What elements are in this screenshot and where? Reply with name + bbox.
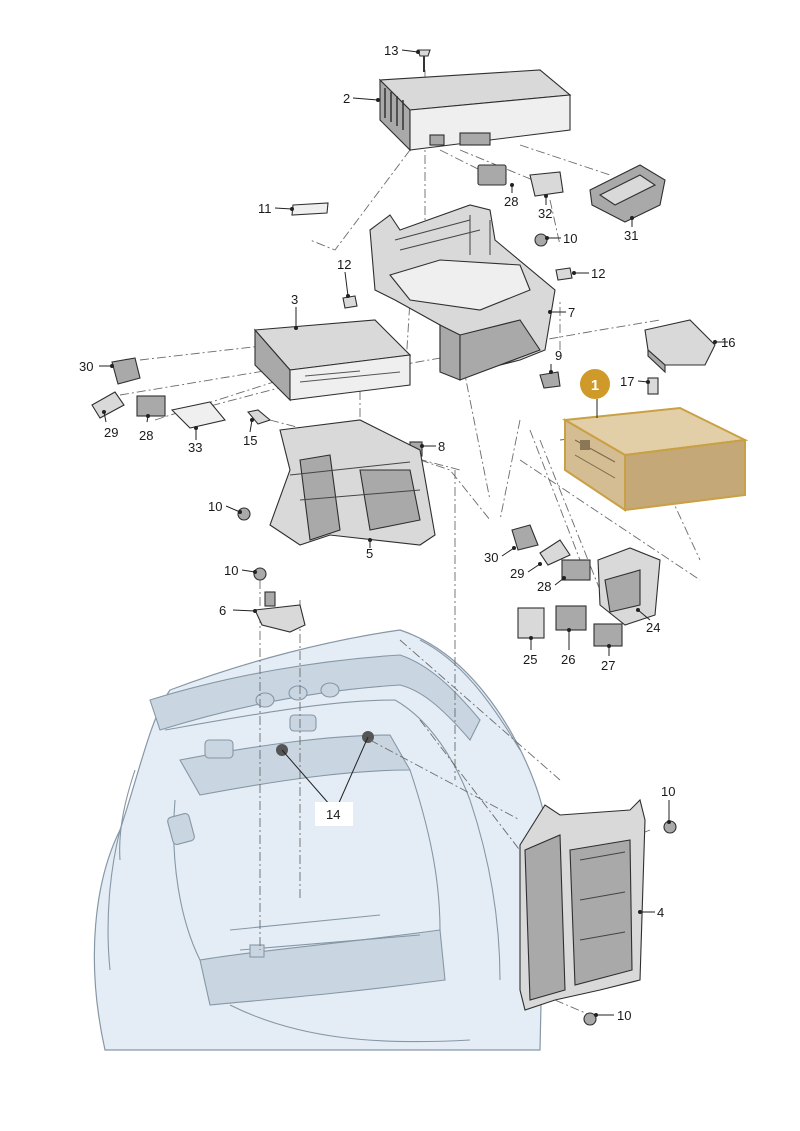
label-15: 15 <box>243 433 257 448</box>
part-2-amplifier <box>378 69 572 152</box>
callout-labels: 13 2 11 12 12 10 7 3 28 32 31 30 29 28 3… <box>79 43 735 1023</box>
label-2: 2 <box>343 91 350 106</box>
part-28-left-connector <box>136 395 166 417</box>
part-29-left-connector <box>91 391 125 419</box>
part-12-clip-right <box>555 267 573 281</box>
label-28-right: 28 <box>537 579 551 594</box>
part-17-screw <box>647 377 659 395</box>
label-29-right: 29 <box>510 566 524 581</box>
part-25-connector <box>517 607 545 639</box>
part-1-badge <box>580 369 610 399</box>
label-33: 33 <box>188 440 202 455</box>
label-10-right: 10 <box>661 784 675 799</box>
part-12-clip-left <box>342 295 358 309</box>
label-30-right: 30 <box>484 550 498 565</box>
label-4: 4 <box>657 905 664 920</box>
label-13: 13 <box>384 43 398 58</box>
part-11-pad <box>291 202 329 216</box>
label-27: 27 <box>601 658 615 673</box>
part-10-nut-b <box>237 507 251 521</box>
part-10-nut-c <box>253 567 267 581</box>
label-11: 11 <box>258 201 272 216</box>
part-28-right-connector <box>561 559 591 581</box>
label-28-left: 28 <box>139 428 153 443</box>
part-10-nut-e <box>583 1012 597 1026</box>
label-25: 25 <box>523 652 537 667</box>
part-33-clip <box>170 401 226 429</box>
label-3: 3 <box>291 292 298 307</box>
leader-lines <box>99 49 728 1017</box>
label-10-mid: 10 <box>224 563 238 578</box>
part-30-left-connector <box>111 357 141 385</box>
part-16-bracket <box>644 319 716 374</box>
label-14-box <box>315 802 353 826</box>
label-17: 17 <box>620 374 634 389</box>
label-24: 24 <box>646 620 660 635</box>
label-28-top: 28 <box>504 194 518 209</box>
part-32-connector <box>529 171 564 197</box>
label-8: 8 <box>438 439 445 454</box>
label-9: 9 <box>555 348 562 363</box>
part-4-side-bracket <box>519 798 646 1011</box>
label-30-left: 30 <box>79 359 93 374</box>
part-27-connector <box>593 623 623 647</box>
part-31-bracket <box>589 164 666 223</box>
label-1: 1 <box>591 377 599 394</box>
part-13-screw <box>417 49 431 72</box>
part-24-housing <box>597 547 661 626</box>
car-trunk-body <box>93 629 546 1051</box>
part-15-screw <box>246 409 272 425</box>
label-29-left: 29 <box>104 425 118 440</box>
part-7-carrier <box>369 204 556 381</box>
label-14: 14 <box>326 807 340 822</box>
part-1-highlighted-unit <box>561 406 749 512</box>
label-12-left: 12 <box>337 257 351 272</box>
label-31: 31 <box>624 228 638 243</box>
part-5-bracket <box>269 419 436 546</box>
label-26: 26 <box>561 652 575 667</box>
part-3-control-unit <box>253 319 412 402</box>
label-7: 7 <box>568 305 575 320</box>
label-10-top: 10 <box>563 231 577 246</box>
label-10-left: 10 <box>208 499 222 514</box>
part-28-top-connector <box>477 164 507 186</box>
label-5: 5 <box>366 546 373 561</box>
label-16: 16 <box>721 335 735 350</box>
label-10-bottom: 10 <box>617 1008 631 1023</box>
part-10-nut-a <box>534 233 548 247</box>
label-32: 32 <box>538 206 552 221</box>
part-30-right-connector <box>511 524 539 551</box>
part-26-connector <box>555 605 587 631</box>
label-12-right: 12 <box>591 266 605 281</box>
part-6-holder <box>254 591 306 633</box>
part-29-right-connector <box>539 539 571 566</box>
part-9-bolt <box>539 371 561 389</box>
label-6: 6 <box>219 603 226 618</box>
